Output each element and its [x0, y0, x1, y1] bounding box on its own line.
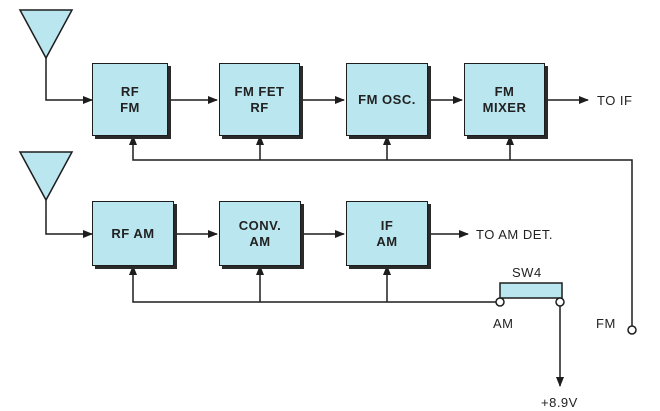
- fm-osc-line1: FM OSC.: [358, 91, 416, 107]
- fm-output-label: TO IF: [597, 93, 633, 108]
- conv-am-block: CONV. AM: [219, 201, 301, 266]
- if-am-block: IF AM: [346, 201, 428, 266]
- switch-am-label: AM: [493, 316, 514, 331]
- fm-antenna-feed: [45, 72, 93, 104]
- fm-fet-rf-block: FM FET RF: [219, 63, 300, 136]
- fm-fet-rf-line1: FM FET: [234, 83, 285, 99]
- if-am-line1: IF: [380, 217, 394, 233]
- supply-voltage-label: +8.9V: [541, 395, 578, 410]
- rf-fm-block: RF FM: [92, 63, 168, 136]
- rf-fm-line2: FM: [120, 99, 140, 115]
- fm-mixer-line1: FM: [494, 83, 515, 99]
- am-output-label: TO AM DET.: [476, 227, 553, 242]
- rf-fm-line1: RF: [120, 83, 140, 99]
- am-antenna-icon: [18, 151, 74, 215]
- conv-am-line2: AM: [249, 233, 271, 249]
- am-antenna-feed: [45, 215, 93, 238]
- if-am-line2: AM: [376, 233, 398, 249]
- sw4-common-terminal: [555, 297, 565, 307]
- sw4-label: SW4: [512, 265, 542, 280]
- sw4-fm-terminal: [627, 325, 637, 335]
- am-supply-bus: [129, 265, 500, 303]
- rf-am-block: RF AM: [92, 201, 174, 266]
- conv-am-line1: CONV.: [238, 217, 282, 233]
- sw4-am-terminal: [495, 297, 505, 307]
- fm-mixer-block: FM MIXER: [464, 63, 545, 136]
- fm-fet-rf-line2: RF: [250, 99, 269, 115]
- fm-antenna-icon: [18, 9, 74, 72]
- rf-am-line1: RF AM: [111, 225, 155, 241]
- fm-supply-bus: [129, 135, 633, 326]
- fm-osc-block: FM OSC.: [346, 63, 428, 136]
- fm-mixer-line2: MIXER: [482, 99, 527, 115]
- switch-fm-label: FM: [596, 316, 616, 331]
- sw4-switch: [499, 282, 563, 299]
